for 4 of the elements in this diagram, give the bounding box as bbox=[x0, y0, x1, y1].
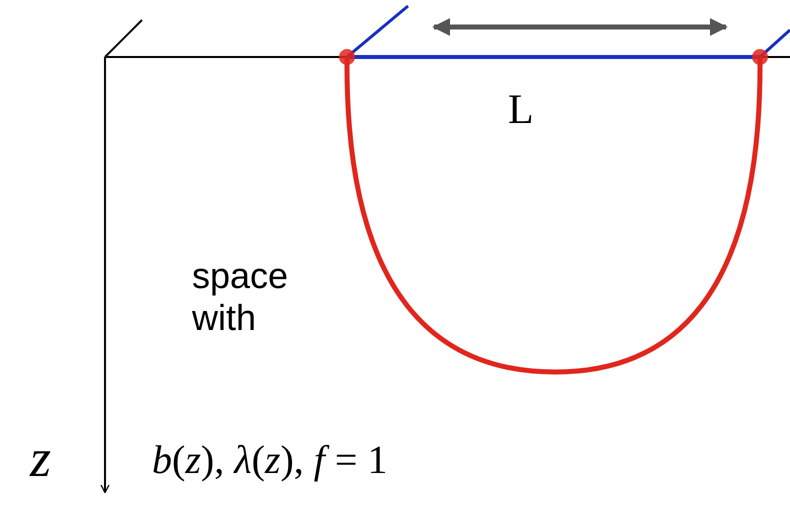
note-text: space with bbox=[192, 255, 290, 339]
formula-label: b(z), λ(z), f = 1 bbox=[152, 436, 388, 483]
axis-label: z bbox=[30, 427, 52, 489]
length-label: L bbox=[508, 86, 534, 134]
